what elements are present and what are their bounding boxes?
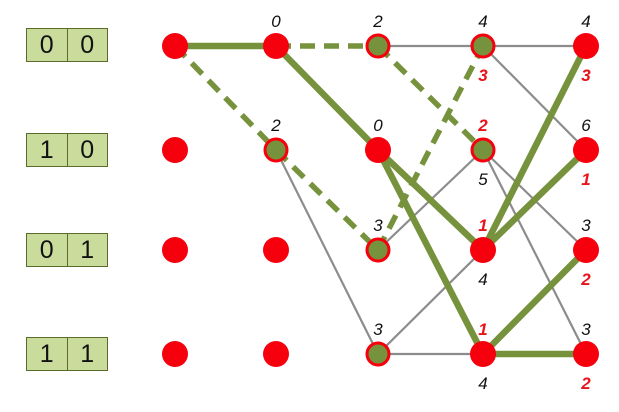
trellis-edge-solid [479,146,590,254]
node-metric-label: 2 [270,116,281,135]
state-bit: 0 [66,134,108,166]
state-box-10: 1 0 [26,133,108,167]
node-metric-label: 5 [478,170,488,189]
trellis-node [162,341,188,367]
trellis-node-survivor [365,33,391,59]
trellis-node [162,137,188,163]
trellis-edge-gray [482,45,587,151]
labels-layer: 0 2 2 0 3 3 4 3 2 5 1 4 1 4 4 3 6 1 3 2 3 2 [270,12,591,393]
state-bit: 1 [39,339,54,368]
trellis-node-survivor [263,137,289,163]
state-box-01: 0 1 [26,233,108,267]
trellis-edge-gray [377,249,484,355]
node-metric-label: 4 [478,12,487,31]
nodes-layer [162,33,599,367]
node-metric-label: 2 [372,12,383,31]
edges-layer [171,42,590,358]
node-metric-label: 0 [373,116,383,135]
state-bit: 0 [39,235,54,264]
node-metric-label: 3 [581,66,591,85]
trellis-node [162,237,188,263]
trellis-edge-solid [374,146,487,358]
node-metric-label: 3 [581,320,591,339]
trellis-edge-solid [374,146,487,254]
node-metric-label: 4 [478,374,487,393]
node-metric-label: 4 [581,12,590,31]
trellis-edge-gray [482,149,587,355]
trellis-node-survivor [365,341,391,367]
node-metric-label: 4 [478,270,487,289]
trellis-node [365,137,391,163]
trellis-node [573,137,599,163]
node-metric-label: 2 [580,270,591,289]
node-metric-label: 2 [477,116,488,135]
node-metric-label: 2 [580,374,591,393]
trellis-node [263,33,289,59]
node-metric-label: 3 [478,66,488,85]
trellis-edge-gray [275,149,379,355]
state-bit: 1 [66,234,108,266]
trellis-node-survivor [470,137,496,163]
state-box-00: 0 0 [26,28,108,62]
trellis-node-survivor [470,33,496,59]
state-bit: 0 [66,29,108,61]
trellis-node [470,237,496,263]
trellis-node [573,341,599,367]
trellis-edge-solid [479,42,590,254]
trellis-node [263,237,289,263]
trellis-node [573,33,599,59]
trellis-edge-dashed [375,44,486,252]
trellis-edge-solid [272,42,382,154]
trellis-node [470,341,496,367]
state-box-11: 1 1 [26,337,108,371]
node-metric-label: 3 [373,216,383,235]
state-bit: 1 [66,338,108,370]
state-bit: 0 [39,30,54,59]
trellis-node [263,341,289,367]
node-metric-label: 3 [581,216,591,235]
trellis-node-survivor [365,237,391,263]
trellis-edge-dashed [376,44,485,152]
node-metric-label: 1 [478,320,487,339]
trellis-edge-dashed [274,148,380,252]
node-metric-label: 1 [478,216,487,235]
trellis-node [573,237,599,263]
node-metric-label: 0 [271,12,281,31]
trellis-edge-dashed [173,44,278,152]
node-metric-label: 1 [581,170,590,189]
node-metric-label: 6 [581,116,591,135]
trellis-node [162,33,188,59]
trellis-edge-solid [479,246,590,358]
node-metric-label: 3 [373,320,383,339]
state-bit: 1 [39,135,54,164]
